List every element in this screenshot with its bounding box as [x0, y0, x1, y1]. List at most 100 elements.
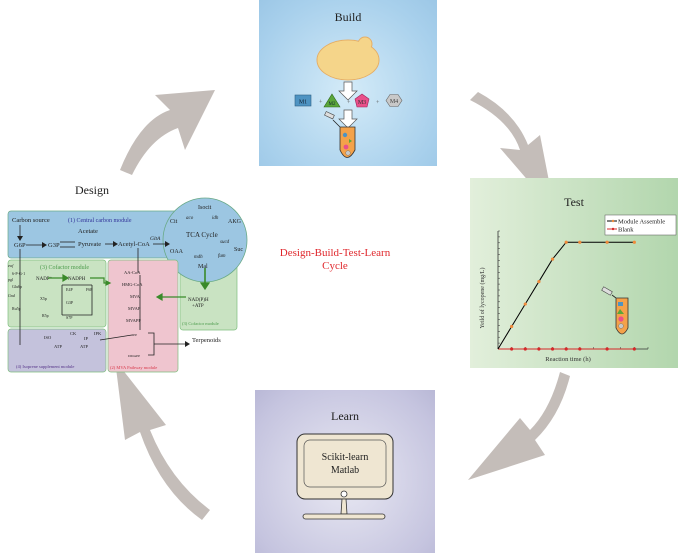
isoprene-module-box [7, 328, 107, 373]
test-tube-icon [601, 286, 629, 335]
test-panel: Test Module Assemble Blank Yeild of lyco… [470, 178, 678, 368]
design-title: Design [75, 183, 109, 197]
test-tube-icon [324, 111, 356, 158]
data-point-blank [578, 347, 582, 351]
carbon-source-label: Carbon source [12, 217, 50, 224]
lycopene-chart: Module Assemble Blank Yeild of lycopene … [479, 214, 677, 363]
screen-line-2: Matlab [331, 465, 359, 476]
mva-module-label: (2) MVA Pathway module [110, 365, 157, 370]
svg-text:R5p: R5p [42, 313, 49, 318]
svg-text:MVAPP: MVAPP [126, 318, 141, 323]
svg-text:E4P: E4P [66, 287, 73, 292]
data-point-module-assemble [605, 240, 609, 244]
svg-text:ISO: ISO [44, 335, 52, 340]
module-m3-icon [354, 93, 370, 108]
data-point-blank [523, 347, 527, 351]
svg-text:G6P: G6P [14, 242, 26, 249]
svg-text:Pyruvate: Pyruvate [78, 241, 101, 248]
design-pathway-diagram: (1) Central carbon module Carbon source … [7, 197, 248, 373]
svg-text:aco: aco [186, 216, 194, 221]
arrow-learn-to-design [115, 360, 210, 520]
cofactor-module-left-label: (3) Cofactor module [40, 264, 89, 271]
svg-text:GltA: GltA [150, 236, 161, 242]
svg-text:G3P: G3P [66, 300, 74, 305]
legend-module-assemble: Module Assemble [618, 219, 665, 226]
svg-text:CK: CK [70, 331, 77, 336]
svg-text:G3P: G3P [48, 242, 60, 249]
isoprene-module-label: (4) Isoprene supplement module [16, 364, 74, 369]
arrow-test-to-learn [468, 372, 570, 480]
svg-text:Acetyl-CoA: Acetyl-CoA [118, 241, 150, 248]
svg-text:OAA: OAA [170, 249, 184, 255]
svg-text:NAD(P)H: NAD(P)H [188, 298, 209, 303]
svg-text:MVAP: MVAP [128, 306, 141, 311]
build-illustration: M1 + M2 + M3 + M4 [294, 36, 403, 158]
module-m4-icon [385, 94, 403, 107]
mva-module-box [107, 259, 179, 373]
cycle-title-line2: Cycle [322, 260, 348, 272]
svg-text:Acetate: Acetate [78, 228, 98, 235]
data-point-module-assemble [550, 257, 555, 261]
svg-text:NADPH: NADPH [68, 277, 86, 282]
svg-text:IPP: IPP [132, 333, 137, 337]
data-point-blank [537, 347, 541, 351]
plus-3: + [376, 100, 380, 106]
module-m2-label: M2 [329, 102, 336, 107]
plus-1: + [319, 100, 323, 106]
module-m1-icon [294, 94, 312, 107]
module-m4-label: M4 [390, 99, 398, 105]
svg-text:F6P: F6P [86, 287, 93, 292]
svg-text:ATP: ATP [80, 344, 88, 349]
data-point-blank [564, 347, 568, 351]
y-axis-label: Yeild of lycopene (mg/L) [479, 268, 486, 329]
svg-text:MVA: MVA [130, 294, 141, 299]
svg-text:6-P-G-1: 6-P-G-1 [12, 271, 25, 276]
svg-text:ATP: ATP [54, 344, 62, 349]
data-point-module-assemble [564, 240, 568, 244]
svg-text:+ATP: +ATP [192, 304, 204, 309]
svg-text:Gnd: Gnd [8, 293, 16, 298]
x-axis-label: Reaction time (h) [545, 356, 590, 363]
svg-text:Ru5p: Ru5p [12, 306, 21, 311]
series-line-module-assemble [497, 241, 635, 350]
svg-text:Isocit: Isocit [198, 205, 212, 211]
central-carbon-module-label: (1) Central carbon module [68, 217, 132, 224]
svg-text:zwf: zwf [7, 263, 14, 268]
computer-monitor-icon: Scikit-learn Matlab [296, 433, 394, 520]
svg-text:Cit: Cit [170, 219, 178, 225]
svg-text:sucd: sucd [220, 240, 230, 245]
tca-cycle-label: TCA Cycle [186, 231, 218, 239]
svg-text:fum: fum [218, 254, 226, 259]
arrow-design-to-build [120, 90, 215, 175]
svg-text:IP: IP [84, 336, 88, 341]
data-point-module-assemble [537, 279, 541, 284]
svg-text:idh: idh [212, 216, 219, 221]
svg-text:AKG: AKG [228, 219, 242, 225]
data-point-module-assemble [510, 324, 514, 329]
data-point-blank [632, 347, 636, 351]
build-panel: Build M1 + M2 + M3 + M4 [259, 0, 437, 166]
svg-text:Suc: Suc [234, 247, 243, 253]
learn-title: Learn [331, 409, 359, 423]
cycle-title: Design-Build-Test-Learn Cycle [270, 247, 400, 273]
plus-2: + [347, 100, 351, 106]
legend-blank: Blank [618, 227, 634, 234]
test-title: Test [564, 195, 584, 209]
module-m1-label: M1 [299, 100, 307, 106]
svg-text:DMAPP: DMAPP [128, 354, 140, 358]
screen-line-1: Scikit-learn [322, 452, 369, 463]
down-arrow-icon [338, 109, 358, 129]
data-point-module-assemble [578, 240, 582, 244]
module-m2-icon [323, 93, 341, 108]
data-point-blank [605, 347, 609, 351]
svg-text:Mal: Mal [198, 264, 208, 270]
learn-panel: Learn Scikit-learn Matlab [255, 390, 435, 553]
svg-text:IPK: IPK [94, 331, 102, 336]
cofactor-module-right-label: (3) Cofactor module [182, 321, 219, 326]
yeast-cell-icon [316, 36, 380, 81]
cofactor-module-left-box [7, 259, 107, 328]
cycle-title-line1: Design-Build-Test-Learn [279, 247, 391, 259]
data-point-blank [510, 347, 514, 351]
data-point-module-assemble [523, 302, 527, 306]
svg-text:AA-CoA: AA-CoA [124, 270, 141, 275]
